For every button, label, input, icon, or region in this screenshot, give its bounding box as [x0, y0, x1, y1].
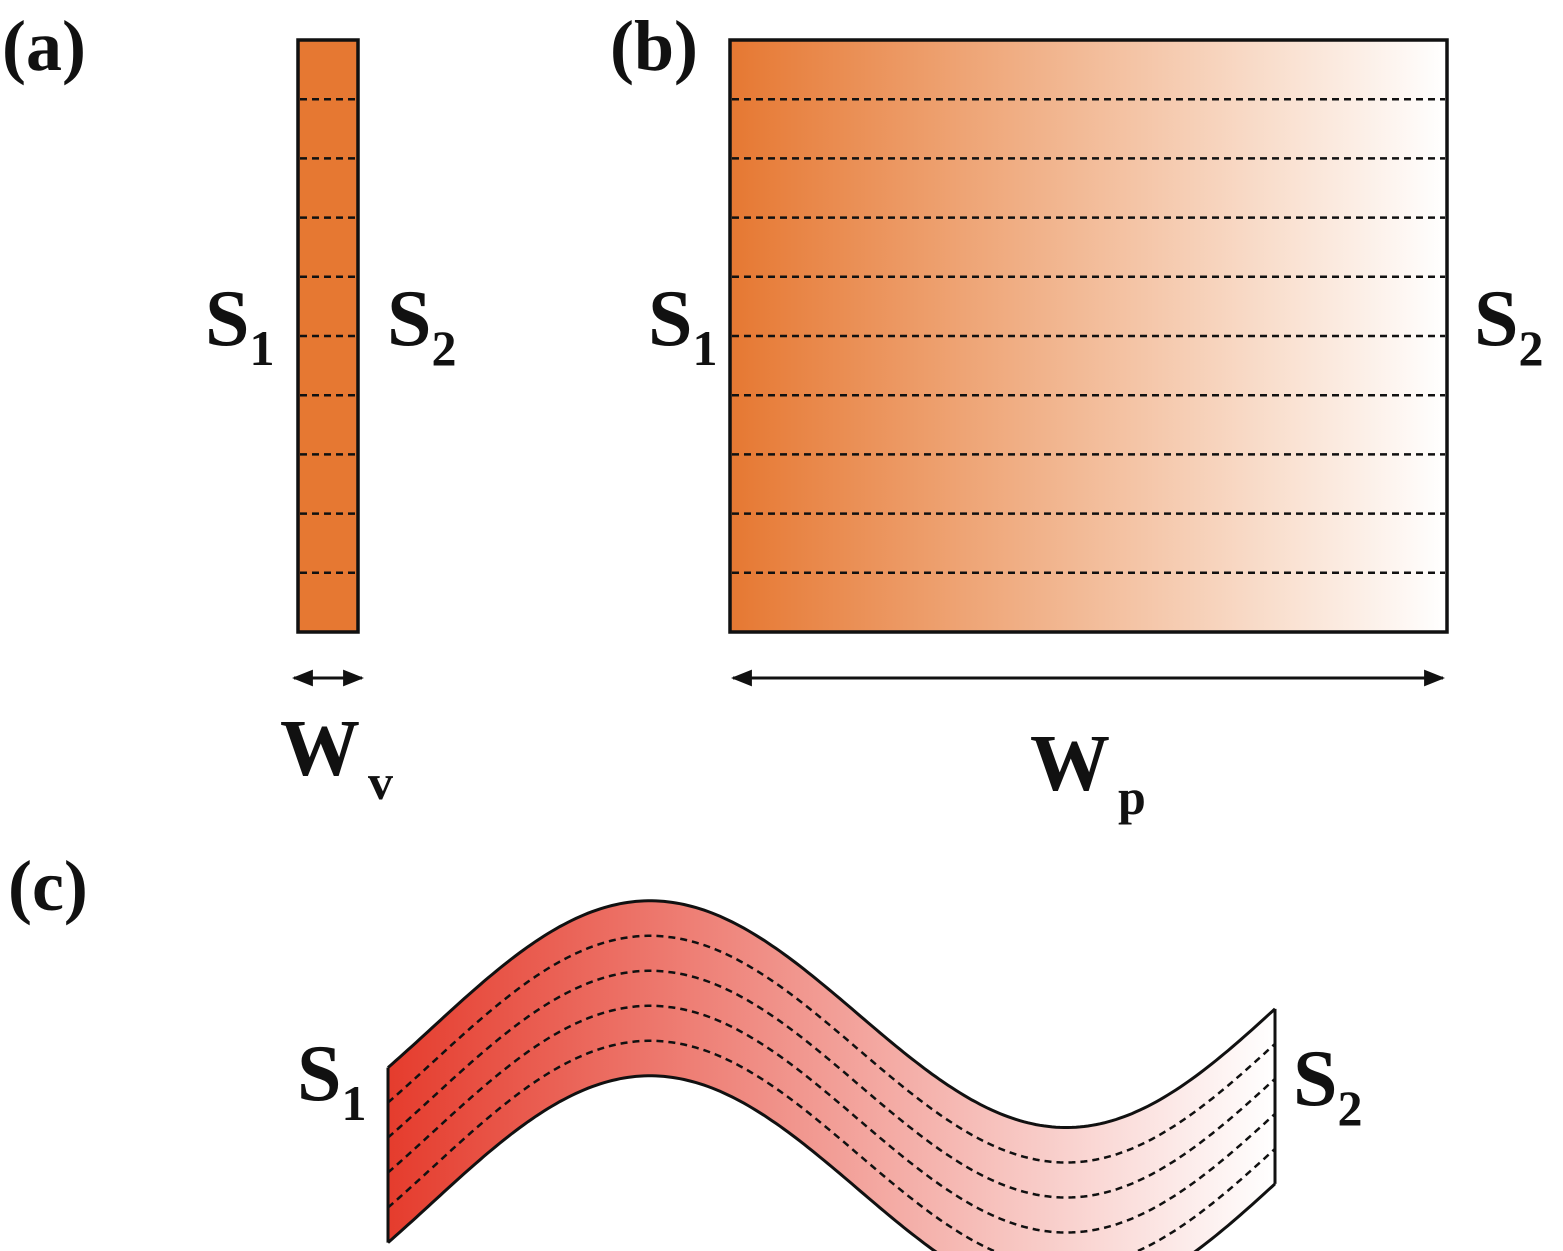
wide-strip-layers [732, 97, 1445, 575]
wavy-strip-layers [387, 934, 1276, 1251]
wavy-strip-bottom-edge [387, 1074, 1277, 1251]
panel-a-right-side-label: S2 [387, 275, 457, 376]
panel-b-right-side-label: S2 [1474, 275, 1544, 376]
panel-c: (c) S1 S2 [8, 846, 1363, 1251]
narrow-strip-layers [300, 97, 356, 575]
panel-b-left-side-label: S1 [648, 275, 718, 376]
wavy-strip [388, 900, 1275, 1251]
panel-c-right-side-label: S2 [1293, 1035, 1363, 1136]
wavy-strip-layer-boundary [387, 1004, 1276, 1234]
panel-a-label: (a) [2, 6, 86, 86]
panel-b-label: (b) [610, 6, 698, 86]
panel-a-left-side-label: S1 [205, 275, 275, 376]
wavy-strip-layer-boundary [387, 969, 1276, 1199]
wavy-strip-layer-boundary [387, 934, 1276, 1164]
wide-strip [728, 38, 1449, 634]
wavy-strip-top-edge [387, 899, 1277, 1129]
panel-c-label: (c) [8, 846, 88, 926]
panel-c-left-side-label: S1 [297, 1030, 367, 1131]
wavy-strip-layer-boundary [387, 1039, 1276, 1251]
